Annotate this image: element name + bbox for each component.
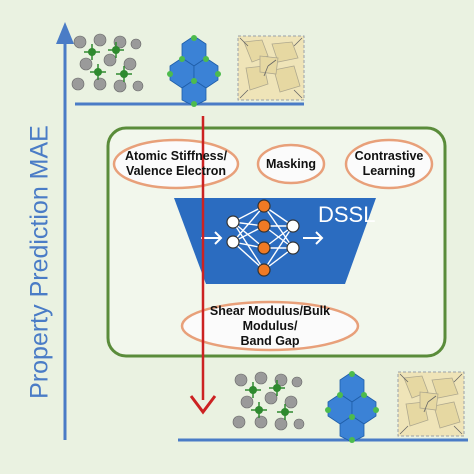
y-axis-arrowhead [56,22,74,44]
feature-label-masking: Masking [265,156,316,171]
crystal-structure-polyhedral-yellow-icon-bottom [397,371,465,437]
feature-label-contrastive-learning: Contrastive Learning [354,149,424,178]
target-label: Shear Modulus/Bulk Modulus/ Band Gap [209,303,331,348]
descent-arrowhead [189,395,217,415]
feature-oval-atomic-stiffness [112,138,240,190]
neural-network-nodes [226,199,300,277]
feature-label-atomic-stiffness: Atomic Stiffness/ Valence Electron [124,149,228,178]
crystal-structure-blue-green-icon-top [167,35,221,107]
crystal-structure-gray-green-icon-bottom [232,371,305,431]
output-arrow-icon [303,231,324,245]
input-arrow-icon [201,231,223,245]
feature-oval-contrastive-learning [344,138,434,190]
crystal-structure-blue-green-icon-bottom [325,371,379,443]
model-label: DSSL [318,202,376,227]
dssl-funnel [174,198,376,284]
target-oval [180,300,360,352]
crystal-structure-polyhedral-yellow-icon-top [237,35,305,101]
feature-oval-masking [256,143,326,185]
y-axis-label: Property Prediction MAE [25,125,54,399]
crystal-structure-gray-green-icon-top [71,33,144,93]
